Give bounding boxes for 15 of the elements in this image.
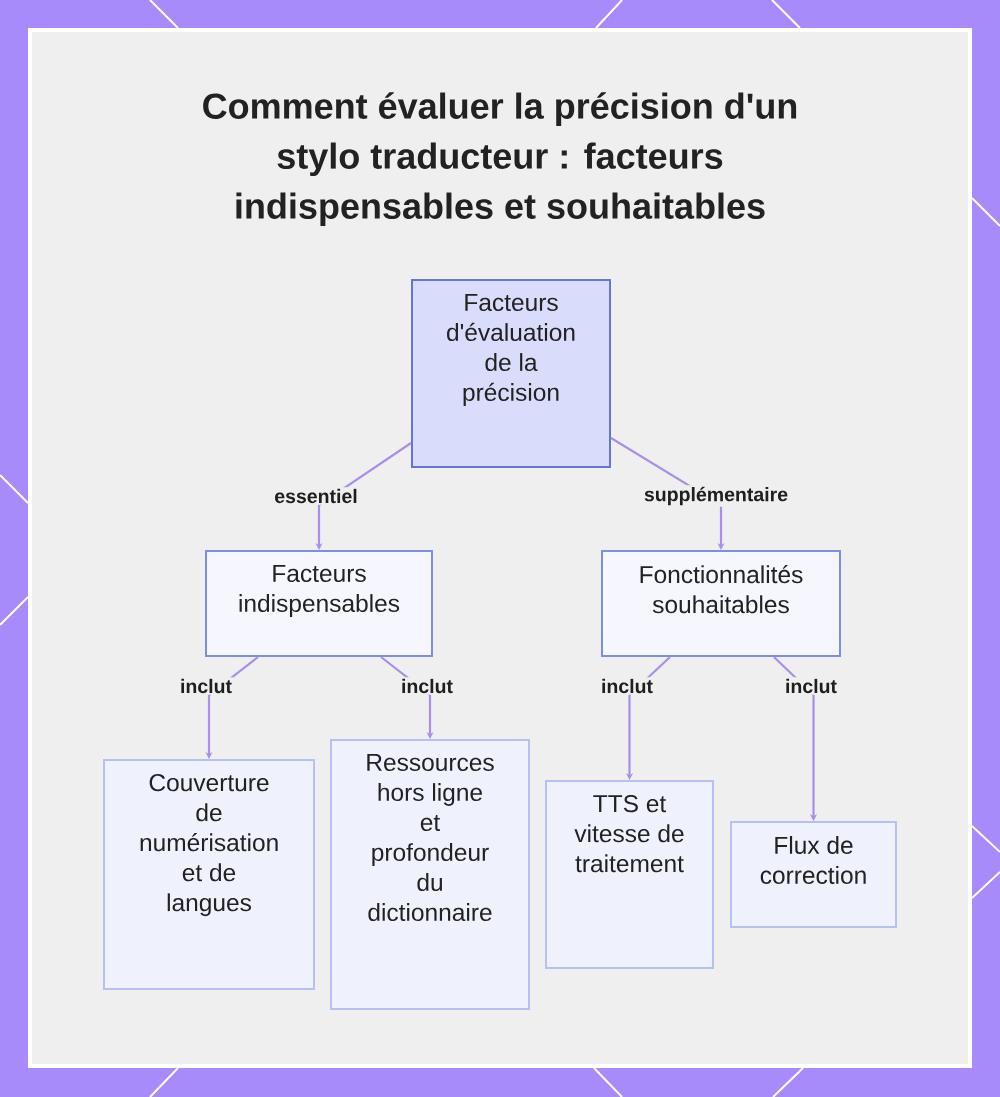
root-box: Facteurs d'évaluation de la précision [411, 279, 611, 468]
edge-label: inclut [178, 677, 234, 695]
connector [773, 656, 818, 821]
edge-label: supplémentaire [642, 485, 790, 507]
edge-label: inclut [783, 677, 839, 695]
category-box: Fonctionnalités souhaitables [601, 550, 841, 657]
edge-label: inclut [399, 677, 455, 695]
edge-label: inclut [599, 677, 655, 695]
factor-box: Flux de correction [730, 821, 897, 928]
factor-box: Couverture de numérisation et de langues [103, 759, 315, 990]
category-box: Facteurs indispensables [205, 550, 433, 657]
factor-box: Ressources hors ligne et profondeur du dictionnaire [330, 739, 530, 1010]
title: Comment évaluer la précision d'un stylo traducteur : facteurs indispensables et souhaitables [203, 92, 797, 227]
factor-box: TTS et vitesse de traitement [545, 780, 714, 969]
edge-label: essentiel [272, 487, 360, 505]
